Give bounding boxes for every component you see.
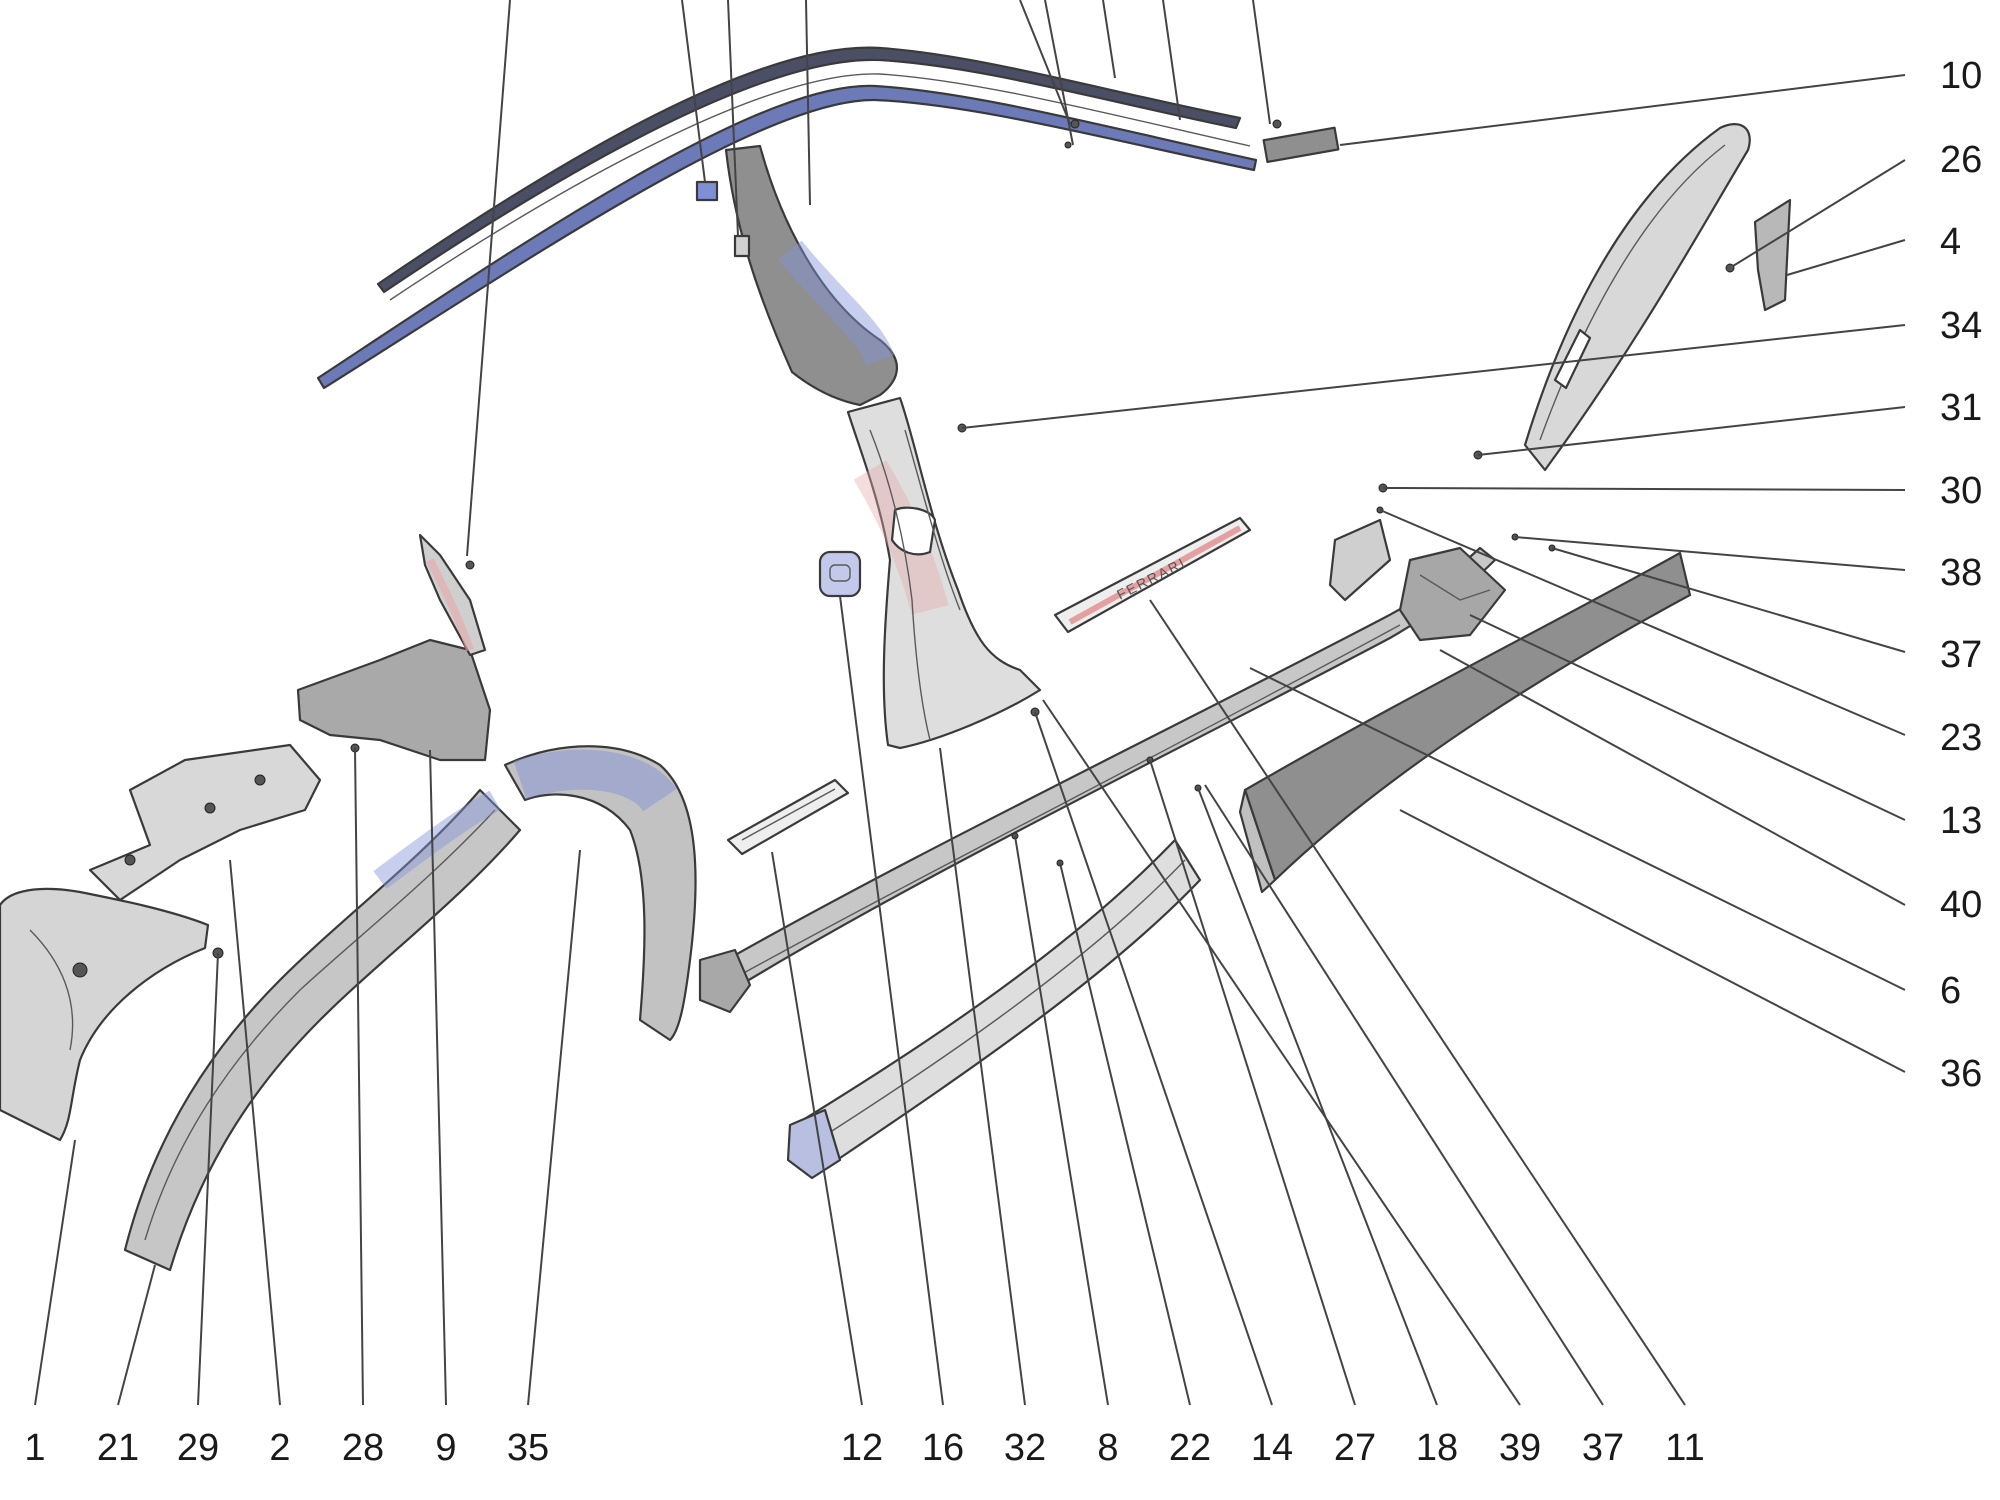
roof-rail-trim-inner[interactable] <box>316 84 1258 390</box>
seat-belt-guide[interactable] <box>818 550 862 598</box>
callout-right-38: 38 <box>1940 552 1982 594</box>
callout-bottom-12: 12 <box>841 1427 883 1469</box>
callout-right-40: 40 <box>1940 884 1982 926</box>
callout-bottom-2: 2 <box>269 1427 290 1469</box>
heat-shield-panel[interactable] <box>88 743 322 902</box>
rear-fender-trim-group <box>1523 123 1792 472</box>
wheel-arch-extension[interactable] <box>503 745 697 1042</box>
bottom-callouts: 1 21 29 2 28 9 35 12 16 32 8 22 14 27 18… <box>24 1427 1704 1469</box>
outer-side-skirt[interactable] <box>1243 551 1692 882</box>
roof-rail-trims <box>316 46 1258 390</box>
callout-bottom-9: 9 <box>435 1427 456 1469</box>
callout-bottom-32: 32 <box>1004 1427 1046 1469</box>
callout-bottom-29: 29 <box>177 1427 219 1469</box>
callout-right-23: 23 <box>1940 717 1982 759</box>
front-fender-trim[interactable] <box>123 788 522 1272</box>
callout-bottom-27: 27 <box>1334 1427 1376 1469</box>
rear-fender-slot <box>1553 328 1592 390</box>
side-skirt-front-cap[interactable] <box>786 1108 842 1180</box>
b-pillar-trim[interactable] <box>846 396 1042 750</box>
callout-bottom-21: 21 <box>97 1427 139 1469</box>
callout-bottom-14: 14 <box>1251 1427 1293 1469</box>
roof-rail-trim-outer[interactable] <box>376 46 1242 294</box>
callout-right-6: 6 <box>1940 970 1961 1012</box>
side-skirt-front[interactable] <box>788 838 1202 1177</box>
front-wheel-arch-group <box>0 533 697 1272</box>
callout-bottom-1: 1 <box>24 1427 45 1469</box>
inner-sill-front-end[interactable] <box>698 948 752 1014</box>
callout-right-10: 10 <box>1940 55 1982 97</box>
roof-end-cap[interactable] <box>1262 126 1340 164</box>
fasteners <box>957 119 1735 867</box>
callout-bottom-11: 11 <box>1665 1427 1704 1469</box>
callout-bottom-18: 18 <box>1416 1427 1458 1469</box>
callout-right-34: 34 <box>1940 305 1982 347</box>
callout-bottom-37: 37 <box>1582 1427 1624 1469</box>
callout-bottom-8: 8 <box>1097 1427 1118 1469</box>
rear-sill-bracket[interactable] <box>1398 546 1507 642</box>
callout-right-37: 37 <box>1940 634 1982 676</box>
callout-right-13: 13 <box>1940 800 1982 842</box>
pillar-clip-a[interactable] <box>695 180 719 202</box>
rear-fender-end-piece[interactable] <box>1753 198 1792 312</box>
front-bracket-upright[interactable] <box>418 533 487 657</box>
callout-right-26: 26 <box>1940 139 1982 181</box>
callout-bottom-28: 28 <box>342 1427 384 1469</box>
callout-right-31: 31 <box>1940 387 1982 429</box>
callout-bottom-39: 39 <box>1499 1427 1541 1469</box>
rear-sill-filler[interactable] <box>1328 518 1392 602</box>
rear-fender-trim[interactable] <box>1523 123 1751 472</box>
pillar-group <box>695 144 1042 750</box>
callout-right-36: 36 <box>1940 1053 1982 1095</box>
callout-right-30: 30 <box>1940 470 1982 512</box>
leader-lines <box>34 0 1906 1406</box>
callout-bottom-22: 22 <box>1169 1427 1211 1469</box>
front-bracket[interactable] <box>296 638 492 762</box>
callout-bottom-35: 35 <box>507 1427 549 1469</box>
inner-wheel-arch-liner[interactable] <box>0 887 210 1142</box>
right-callouts: 10 26 4 34 31 30 38 37 23 13 40 6 36 <box>1940 55 1982 1095</box>
pillar-clip-b[interactable] <box>733 234 751 258</box>
a-pillar-upper-trim[interactable] <box>724 144 898 407</box>
sill-group: FERRARI <box>698 516 1692 1180</box>
callout-right-4: 4 <box>1940 221 1961 263</box>
outer-side-skirt-end[interactable] <box>1238 788 1277 894</box>
callout-bottom-16: 16 <box>922 1427 964 1469</box>
